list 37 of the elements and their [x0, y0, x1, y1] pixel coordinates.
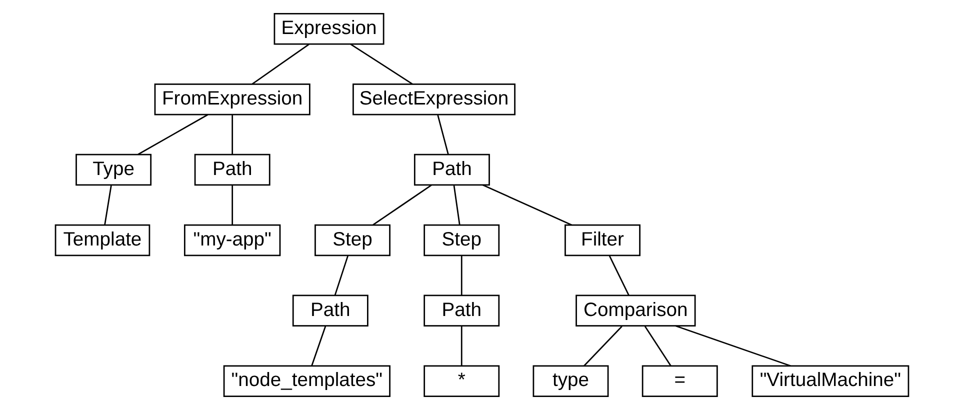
node-box: Path	[424, 294, 500, 327]
connector	[453, 185, 460, 226]
connector	[311, 326, 326, 366]
node-box: Step	[424, 224, 500, 256]
node-box: Expression	[274, 13, 384, 45]
node-box: Comparison	[576, 294, 696, 327]
connector	[232, 186, 234, 225]
node-box: *	[424, 365, 500, 397]
node-box: FromExpression	[154, 83, 310, 116]
connector	[675, 325, 791, 367]
node-box: Type	[76, 154, 152, 186]
connector	[104, 185, 112, 226]
connector	[232, 115, 234, 155]
node-box: type	[532, 365, 609, 397]
connector	[138, 114, 208, 155]
connector	[608, 256, 630, 296]
connector	[460, 326, 462, 366]
connector	[350, 44, 413, 85]
node-box: Template	[54, 224, 150, 256]
connector	[437, 114, 449, 155]
connector	[334, 256, 348, 296]
connector	[644, 326, 672, 366]
connector	[372, 184, 432, 226]
connector	[584, 326, 622, 366]
node-box: "VirtualMachine"	[752, 365, 910, 397]
node-box: Path	[194, 154, 270, 186]
node-box: Path	[292, 294, 368, 327]
connector	[482, 184, 572, 226]
connector	[252, 44, 310, 84]
node-box: "my-app"	[184, 224, 281, 256]
connector	[460, 256, 462, 296]
node-box: =	[642, 365, 718, 397]
node-box: SelectExpression	[352, 83, 516, 116]
node-box: Step	[314, 224, 390, 256]
node-box: Filter	[564, 224, 640, 256]
node-box: "node_templates"	[223, 365, 390, 397]
node-box: Path	[414, 154, 490, 186]
